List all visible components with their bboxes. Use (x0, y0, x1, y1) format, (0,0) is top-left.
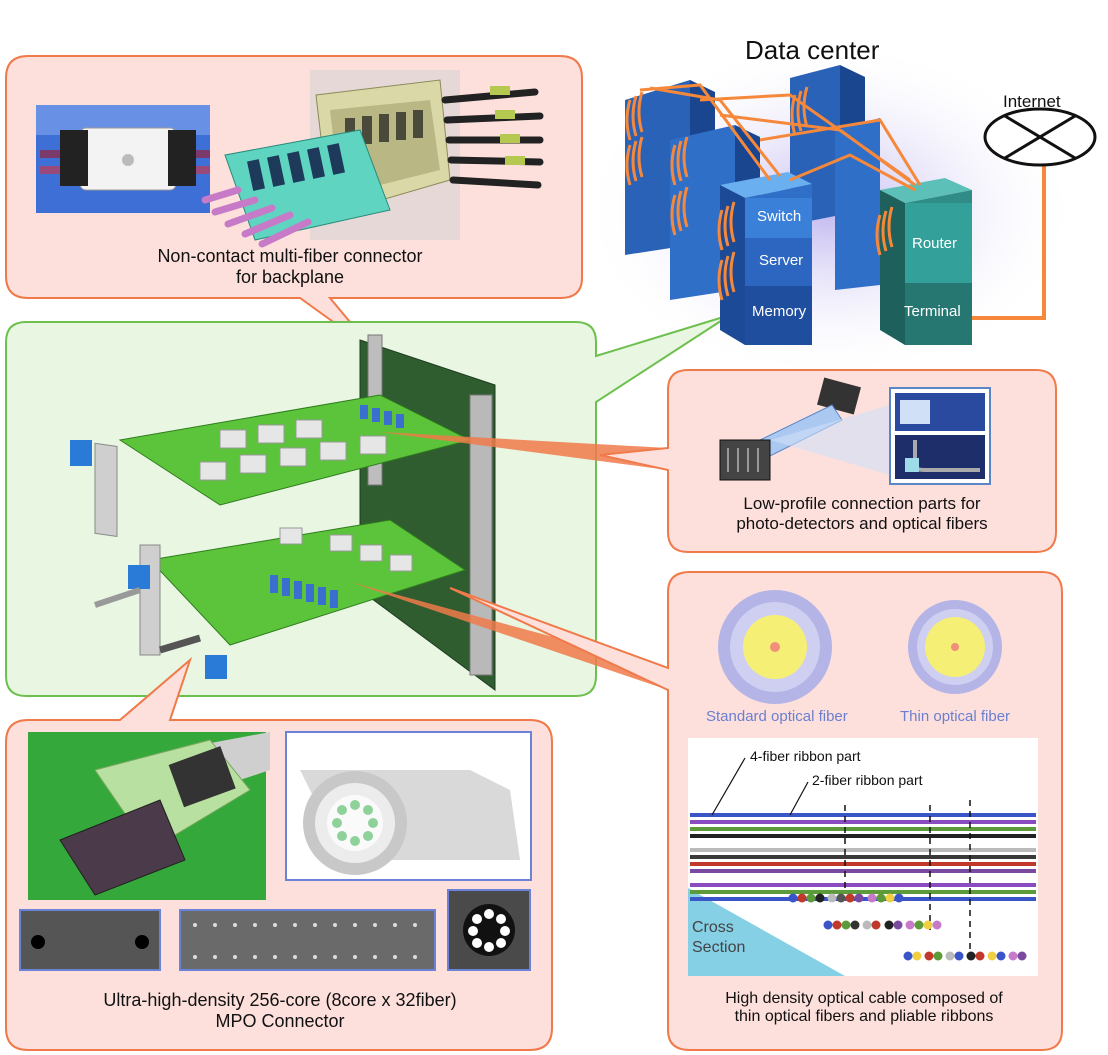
cable-caption: High density optical cable composed of t… (672, 990, 1056, 1027)
lowprofile-caption-line1: Low-profile connection parts for (743, 494, 981, 513)
two-fiber-label: 2-fiber ribbon part (812, 772, 923, 788)
router-label: Router (912, 235, 958, 252)
internet-link (972, 165, 1046, 320)
cross-section-label: Cross Section (692, 918, 745, 958)
internet-label: Internet (1003, 92, 1061, 111)
terminal-label: Terminal (904, 303, 961, 320)
standard-fiber-label: Standard optical fiber (706, 708, 848, 725)
thin-fiber-label: Thin optical fiber (900, 708, 1011, 725)
lower-board (148, 519, 467, 646)
mpo-callout (5, 656, 553, 1051)
pointer-lowprofile (380, 432, 668, 470)
cross-section-dots (788, 893, 1027, 961)
board-panel (5, 314, 731, 697)
lowprofile-callout (599, 369, 1057, 553)
mpo-caption: Ultra-high-density 256-core (8core x 32f… (20, 990, 540, 1031)
cross-section-line1: Cross (692, 919, 734, 936)
backplane-caption-line2: for backplane (235, 266, 345, 287)
mpo-caption-line2: MPO Connector (215, 1010, 345, 1031)
cable-caption-line1: High density optical cable composed of (725, 990, 1003, 1007)
datacenter-title: Data center (745, 35, 880, 65)
cross-section-line2: Section (692, 939, 746, 956)
four-fiber-label: 4-fiber ribbon part (750, 748, 861, 764)
mpo-caption-line1: Ultra-high-density 256-core (8core x 32f… (103, 990, 457, 1010)
backplane-connector-callout (5, 55, 583, 353)
lowprofile-caption: Low-profile connection parts for photo-d… (670, 494, 1054, 533)
backplane-caption: Non-contact multi-fiber connector for ba… (80, 246, 500, 287)
cable-callout (449, 571, 1063, 1051)
backplane-caption-line1: Non-contact multi-fiber connector (157, 246, 423, 266)
pointer-cable (350, 582, 668, 690)
cable-caption-line2: thin optical fibers and pliable ribbons (734, 1008, 994, 1026)
internet-icon (983, 107, 1097, 167)
connector-render (201, 70, 544, 248)
server-label: Server (759, 252, 804, 269)
memory-label: Memory (752, 303, 807, 320)
lowprofile-caption-line2: photo-detectors and optical fibers (736, 513, 988, 533)
datacenter-racks (625, 65, 1046, 345)
switch-label: Switch (757, 208, 802, 225)
